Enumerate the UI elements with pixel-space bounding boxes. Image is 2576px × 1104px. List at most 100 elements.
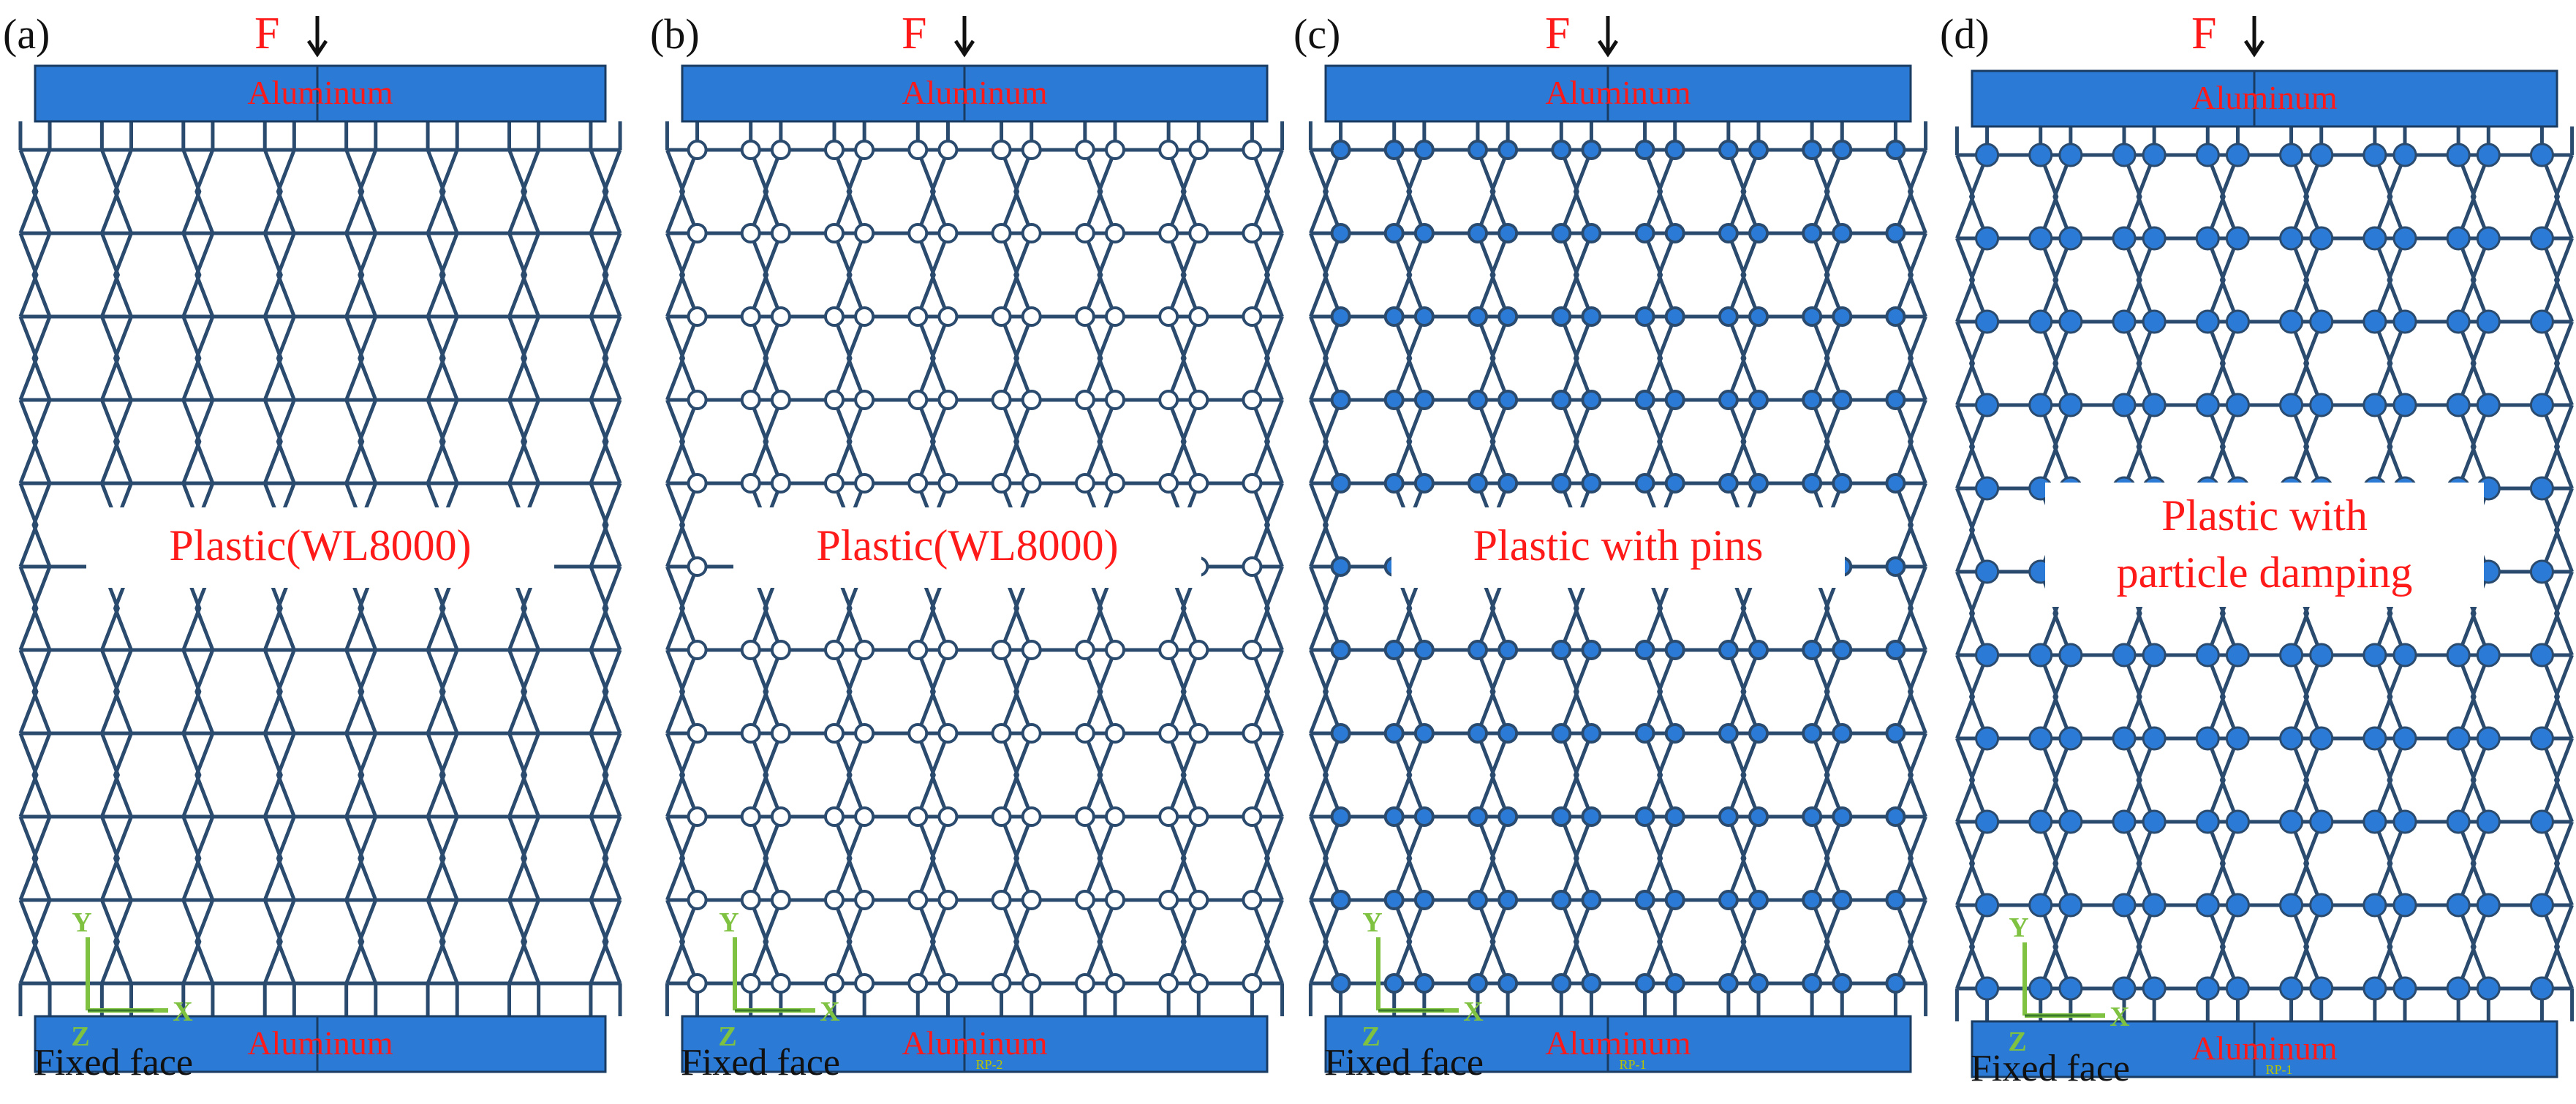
hollow-joint [854,390,875,410]
pin-joint [1885,473,1906,494]
hollow-joint [687,140,708,160]
top-aluminum-plate: Aluminum [681,64,1269,123]
pin-joint [1468,223,1488,243]
panel-letter: (a) [3,10,50,58]
hollow-joint [1188,973,1209,994]
particle-joint [2309,726,2334,751]
zigzag-wall [589,149,622,984]
material-label-line: Plastic(WL8000) [816,521,1118,570]
axis-triad: YXZ [718,907,839,1052]
pin-joint [1748,890,1769,910]
pin-joint [1497,806,1519,827]
material-label: Plastic(WL8000) [86,507,554,588]
particle-joint [2195,643,2220,668]
hollow-joint [937,306,959,327]
particle-joint [2112,643,2137,668]
particle-joint [2195,809,2220,834]
hollow-joint [1074,890,1095,910]
hollow-joint [770,973,791,994]
hollow-joint [1188,806,1209,827]
hollow-joint [991,640,1012,660]
pin-joint [1664,473,1685,494]
pin-joint [1664,390,1685,410]
hollow-joint [1105,390,1125,410]
bottom-aluminum-plate: Aluminum [34,1015,607,1073]
pin-joint [1718,390,1739,410]
particle-joint [2112,143,2137,167]
hollow-joint [1242,556,1263,577]
axis-y-label: Y [2009,912,2028,943]
particle-joint [2195,143,2220,167]
hollow-joint [937,473,959,494]
axis-triad: YXZ [71,907,192,1052]
hollow-joint [1105,890,1125,910]
hollow-joint [687,473,708,494]
particle-joint [2142,809,2167,834]
pin-joint [1718,473,1739,494]
axis-x-label: X [1463,997,1483,1027]
hollow-joint [824,140,845,160]
hollow-joint [1242,140,1263,160]
force-label: F [2191,9,2216,58]
top-aluminum-plate: Aluminum [34,64,607,123]
pin-joint [1581,890,1602,910]
hollow-joint [907,973,929,994]
hollow-joint [687,806,708,827]
pin-joint [1664,223,1685,243]
pin-joint [1413,223,1435,243]
particle-joint [2058,809,2083,834]
pin-joint [1634,473,1655,494]
particle-joint [2058,393,2083,417]
pin-joint [1581,723,1602,744]
hollow-joint [1242,306,1263,327]
hollow-joint [991,723,1012,744]
fixed-face-label: Fixed face [1324,1042,1484,1084]
top-plate-label: Aluminum [1545,74,1691,111]
hollow-joint [1105,306,1125,327]
pin-joint [1832,223,1853,243]
pin-joint [1383,140,1405,160]
pin-joint [1383,806,1405,827]
particle-joint [2028,143,2053,167]
panel-b: (b)FAluminumAluminumRP-2Plastic(WL8000)Y… [650,9,1285,1084]
particle-joint [2225,143,2250,167]
pin-joint [1330,806,1351,827]
pin-joint [1802,640,1823,660]
pin-joint [1718,723,1739,744]
pin-joint [1718,973,1739,994]
reference-point-label: RP-1 [1619,1057,1646,1072]
pin-joint [1885,390,1906,410]
particle-joint [1975,476,2000,501]
particle-joint [1975,643,2000,668]
particle-joint [2195,309,2220,334]
particle-joint [2362,643,2387,668]
pin-joint [1413,806,1435,827]
pin-joint [1330,390,1351,410]
particle-joint [2195,976,2220,1001]
pin-joint [1468,140,1488,160]
particle-joint [2476,643,2501,668]
hollow-joint [1188,640,1209,660]
pin-joint [1748,306,1769,327]
pin-joint [1832,473,1853,494]
hollow-joint [1242,223,1263,243]
pin-joint [1718,306,1739,327]
particle-joint [2529,143,2554,167]
hollow-joint [824,473,845,494]
pin-joint [1497,223,1519,243]
hollow-joint [740,806,761,827]
particle-joint [2058,226,2083,251]
pin-joint [1413,973,1435,994]
hollow-joint [937,640,959,660]
hollow-joint [1021,640,1042,660]
particle-joint [2142,726,2167,751]
hollow-joint [824,973,845,994]
pin-joint [1330,973,1351,994]
hollow-joint [770,890,791,910]
pin-joint [1468,640,1488,660]
pin-joint [1664,640,1685,660]
axis-y-label: Y [1362,907,1382,938]
pin-joint [1634,890,1655,910]
pin-joint [1748,223,1769,243]
